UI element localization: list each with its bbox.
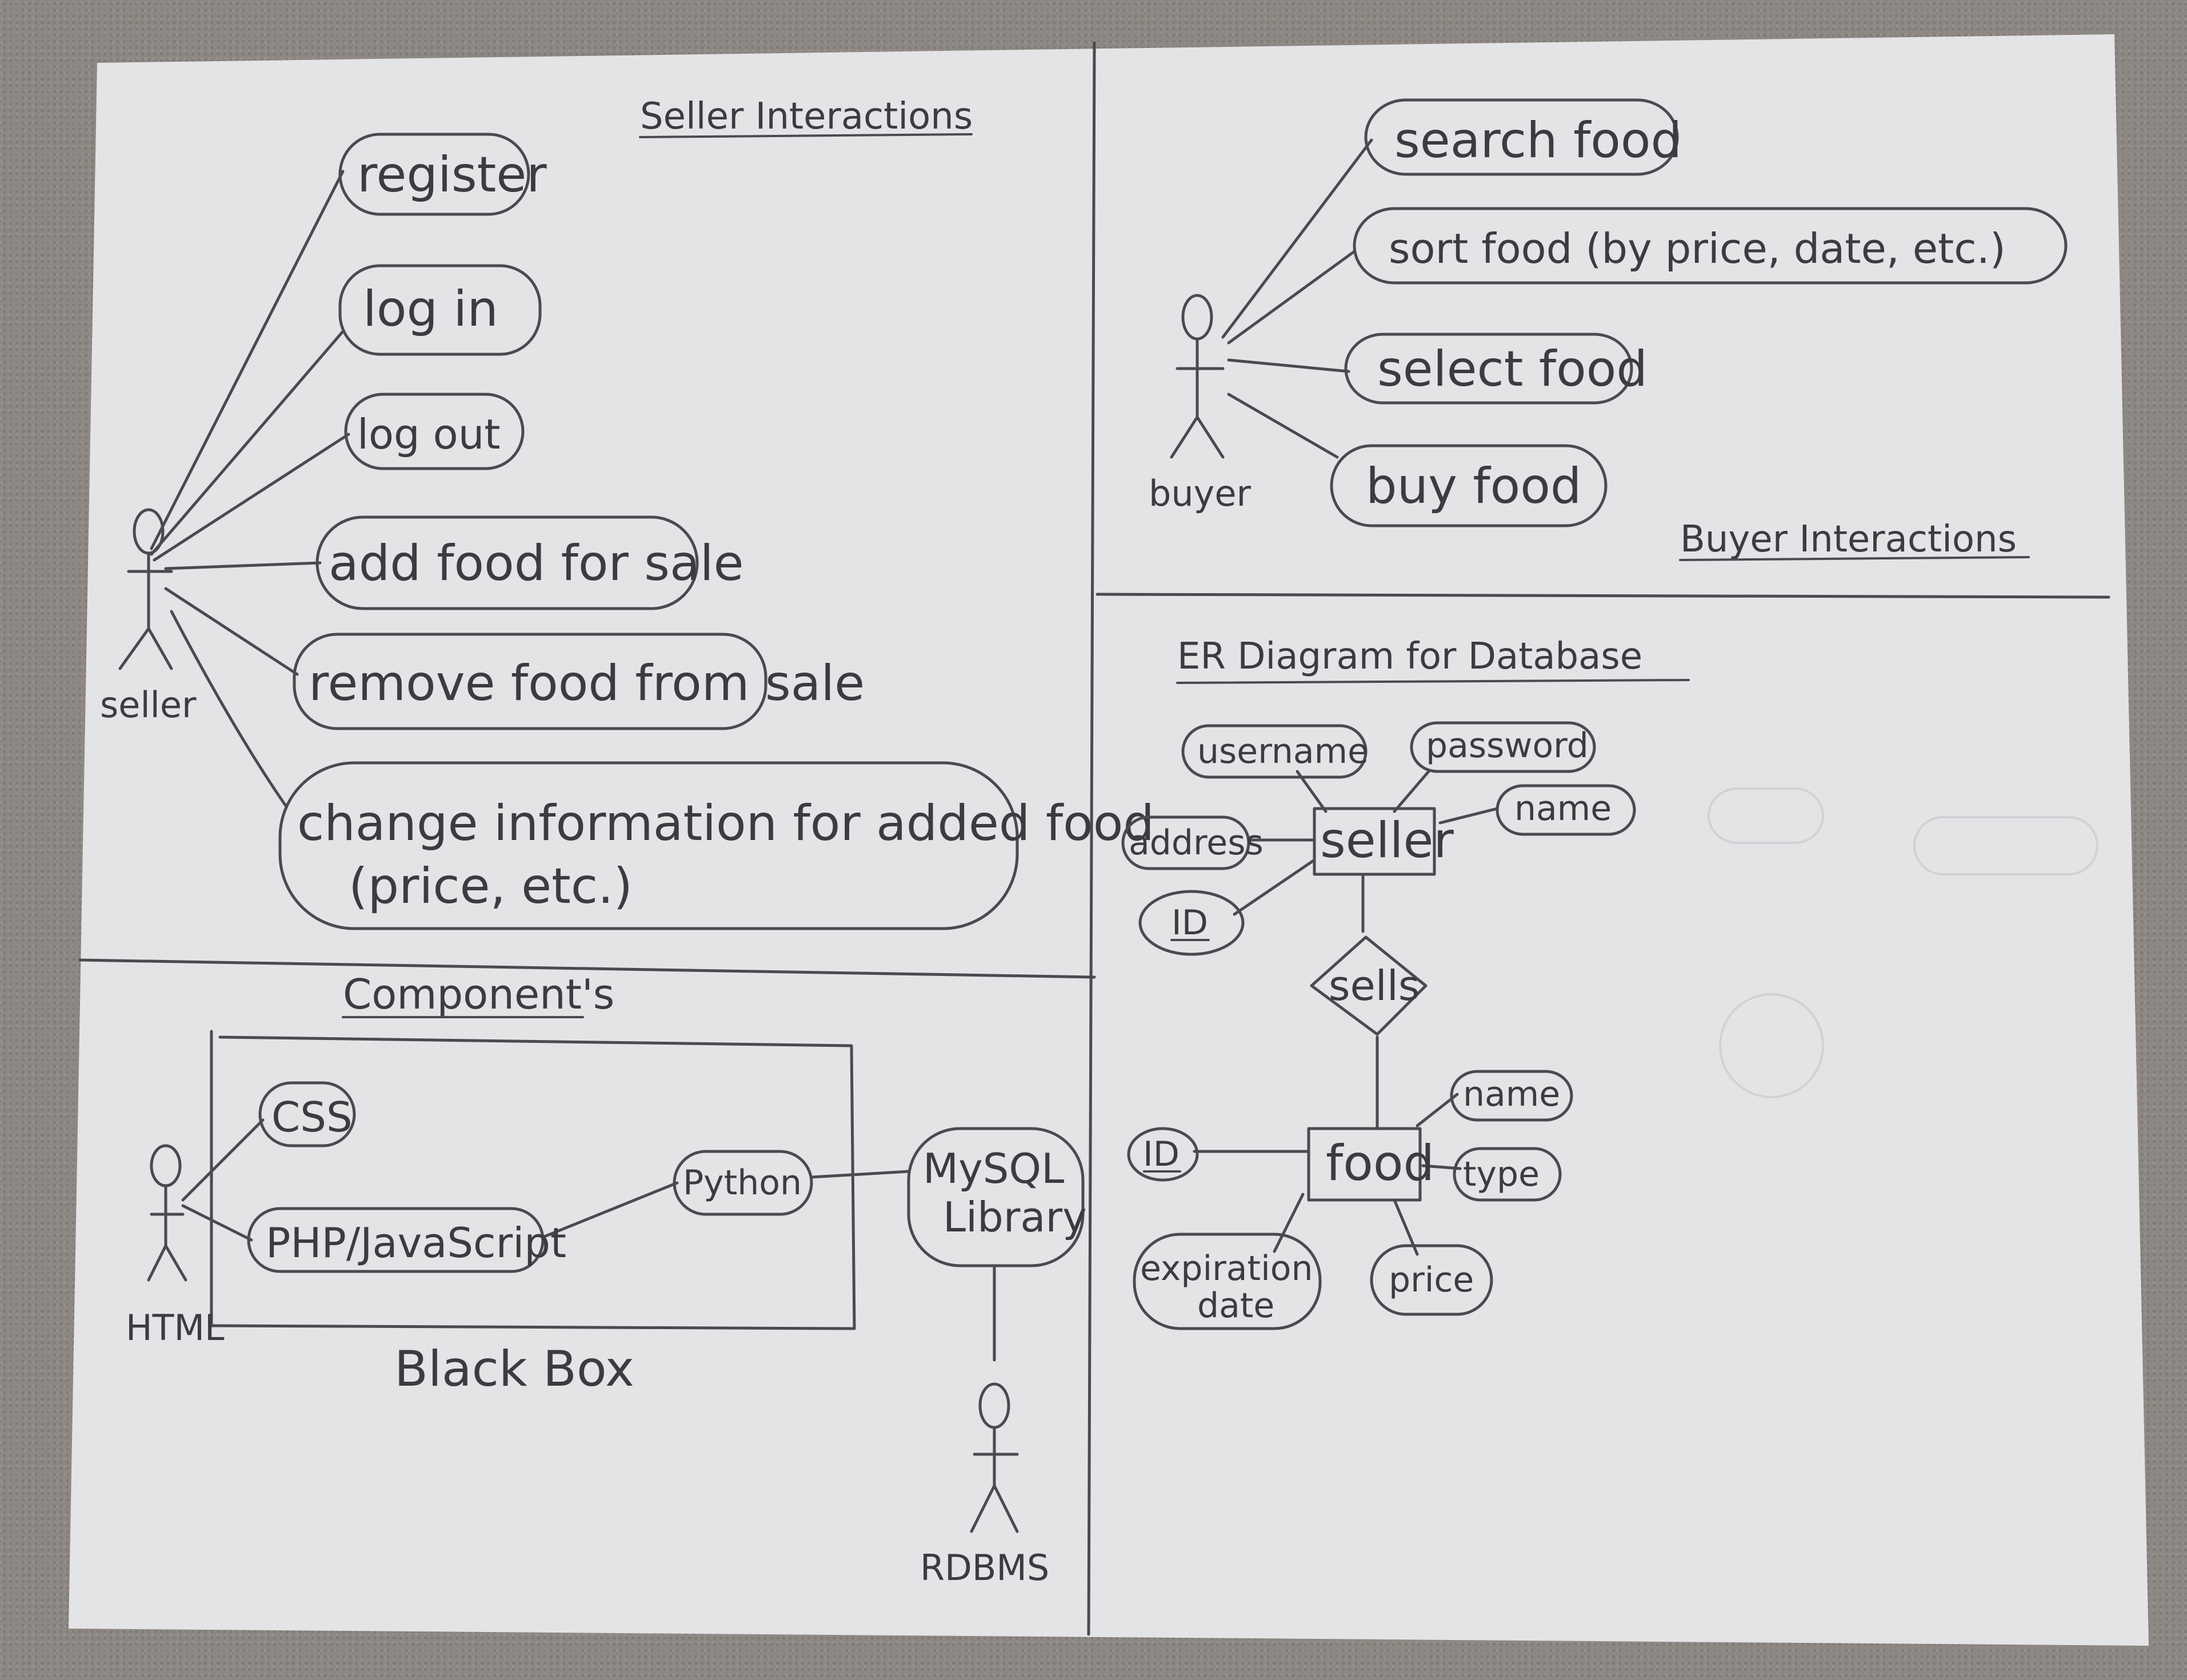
er-entity-seller — [1313, 807, 1436, 876]
component-mysql-label: MySQL — [923, 1145, 1064, 1193]
buyer-actor-label: buyer — [1149, 473, 1251, 514]
paper-sheet — [69, 34, 2149, 1646]
er-attr-date-label: date — [1197, 1286, 1274, 1326]
component-python — [673, 1150, 813, 1216]
use-case-log-out — [344, 393, 525, 470]
er-diagram-panel: ER Diagram for Database username passwor… — [1121, 635, 2098, 1330]
component-css — [258, 1081, 356, 1147]
html-actor-label: HTML — [126, 1307, 225, 1349]
use-case-select-food — [1344, 333, 1633, 405]
use-case-sort-food-label: sort food (by price, date, etc.) — [1389, 225, 2006, 273]
use-case-select-food-label: select food — [1377, 341, 1648, 398]
er-attr-password — [1410, 721, 1596, 773]
er-attr-username — [1181, 724, 1368, 779]
er-attr-address-label: address — [1129, 823, 1264, 863]
rdbms-actor-label: RDBMS — [920, 1547, 1049, 1589]
er-attr-seller-id — [1138, 890, 1245, 956]
seller-section-title: Seller Interactions — [640, 95, 973, 138]
use-case-register-label: register — [357, 146, 547, 203]
buyer-interactions-panel: buyer search food sort food (by price, d… — [1149, 98, 2068, 561]
er-attr-username-label: username — [1197, 731, 1369, 771]
components-panel: Component's Black Box HTML CSS PHP/JavaS… — [126, 970, 1087, 1589]
html-actor-icon — [147, 1144, 187, 1282]
erased-mark — [1719, 993, 1824, 1098]
use-case-log-out-label: log out — [357, 410, 501, 458]
use-case-change-info-label: change information for added food — [297, 795, 1154, 852]
use-case-search-food-label: search food — [1394, 112, 1682, 169]
seller-actor-label: seller — [100, 684, 197, 726]
er-attr-expiration-label: expiration — [1140, 1249, 1313, 1289]
er-attr-food-type — [1453, 1147, 1562, 1202]
component-python-label: Python — [683, 1163, 802, 1203]
er-entity-food — [1307, 1127, 1422, 1202]
use-case-search-food — [1364, 98, 1679, 176]
er-attr-address — [1121, 815, 1250, 870]
seller-actor-icon — [118, 508, 173, 670]
er-attr-food-id-label: ID — [1143, 1134, 1180, 1174]
rdbms-actor-icon — [970, 1382, 1019, 1533]
use-case-buy-food — [1330, 444, 1608, 527]
use-case-remove-food — [293, 633, 767, 730]
er-attr-food-id — [1127, 1127, 1199, 1182]
use-case-sort-food — [1353, 207, 2068, 285]
erased-mark — [1913, 816, 2098, 875]
er-relationship-sells-label: sells — [1329, 962, 1420, 1010]
er-attr-seller-id-label: ID — [1172, 903, 1208, 943]
er-attr-price-label: price — [1389, 1260, 1474, 1300]
black-box-boundary — [210, 1030, 856, 1330]
component-library-label: Library — [943, 1193, 1087, 1241]
er-attr-seller-name — [1496, 784, 1636, 836]
er-relationship-sells — [1310, 935, 1428, 1036]
er-attr-expiration-date — [1133, 1233, 1322, 1330]
er-entity-food-label: food — [1326, 1135, 1434, 1192]
use-case-log-in — [338, 264, 542, 356]
use-case-change-info-label-2: (price, etc.) — [349, 858, 633, 915]
buyer-actor-icon — [1170, 294, 1225, 459]
buyer-section-title: Buyer Interactions — [1680, 518, 2017, 561]
er-attr-price — [1370, 1244, 1493, 1316]
er-attr-food-type-label: type — [1463, 1154, 1540, 1194]
erased-mark — [1708, 787, 1824, 844]
vertical-divider — [1087, 41, 1096, 1636]
er-attr-food-name — [1450, 1070, 1573, 1122]
use-case-register — [338, 133, 530, 216]
component-mysql-library — [907, 1127, 1085, 1267]
use-case-add-food — [315, 515, 699, 610]
use-case-remove-food-label: remove food from sale — [309, 655, 865, 712]
component-php-javascript-label: PHP/JavaScript — [266, 1219, 566, 1267]
use-case-add-food-label: add food for sale — [329, 535, 744, 592]
er-attr-food-name-label: name — [1463, 1074, 1560, 1114]
left-horizontal-divider — [78, 958, 1096, 979]
er-section-title: ER Diagram for Database — [1177, 635, 1642, 678]
er-attr-password-label: password — [1426, 726, 1589, 766]
right-horizontal-divider — [1096, 593, 2110, 599]
er-attr-seller-name-label: name — [1514, 789, 1612, 829]
use-case-change-info — [278, 761, 1019, 930]
component-css-label: CSS — [271, 1093, 353, 1141]
use-case-buy-food-label: buy food — [1366, 458, 1581, 515]
er-entity-seller-label: seller — [1320, 812, 1454, 869]
component-php-javascript — [247, 1207, 545, 1273]
seller-interactions-panel: Seller Interactions seller register log … — [100, 95, 1154, 930]
use-case-log-in-label: log in — [363, 281, 498, 338]
components-section-title: Component's — [343, 970, 614, 1018]
black-box-label: Black Box — [394, 1341, 634, 1398]
